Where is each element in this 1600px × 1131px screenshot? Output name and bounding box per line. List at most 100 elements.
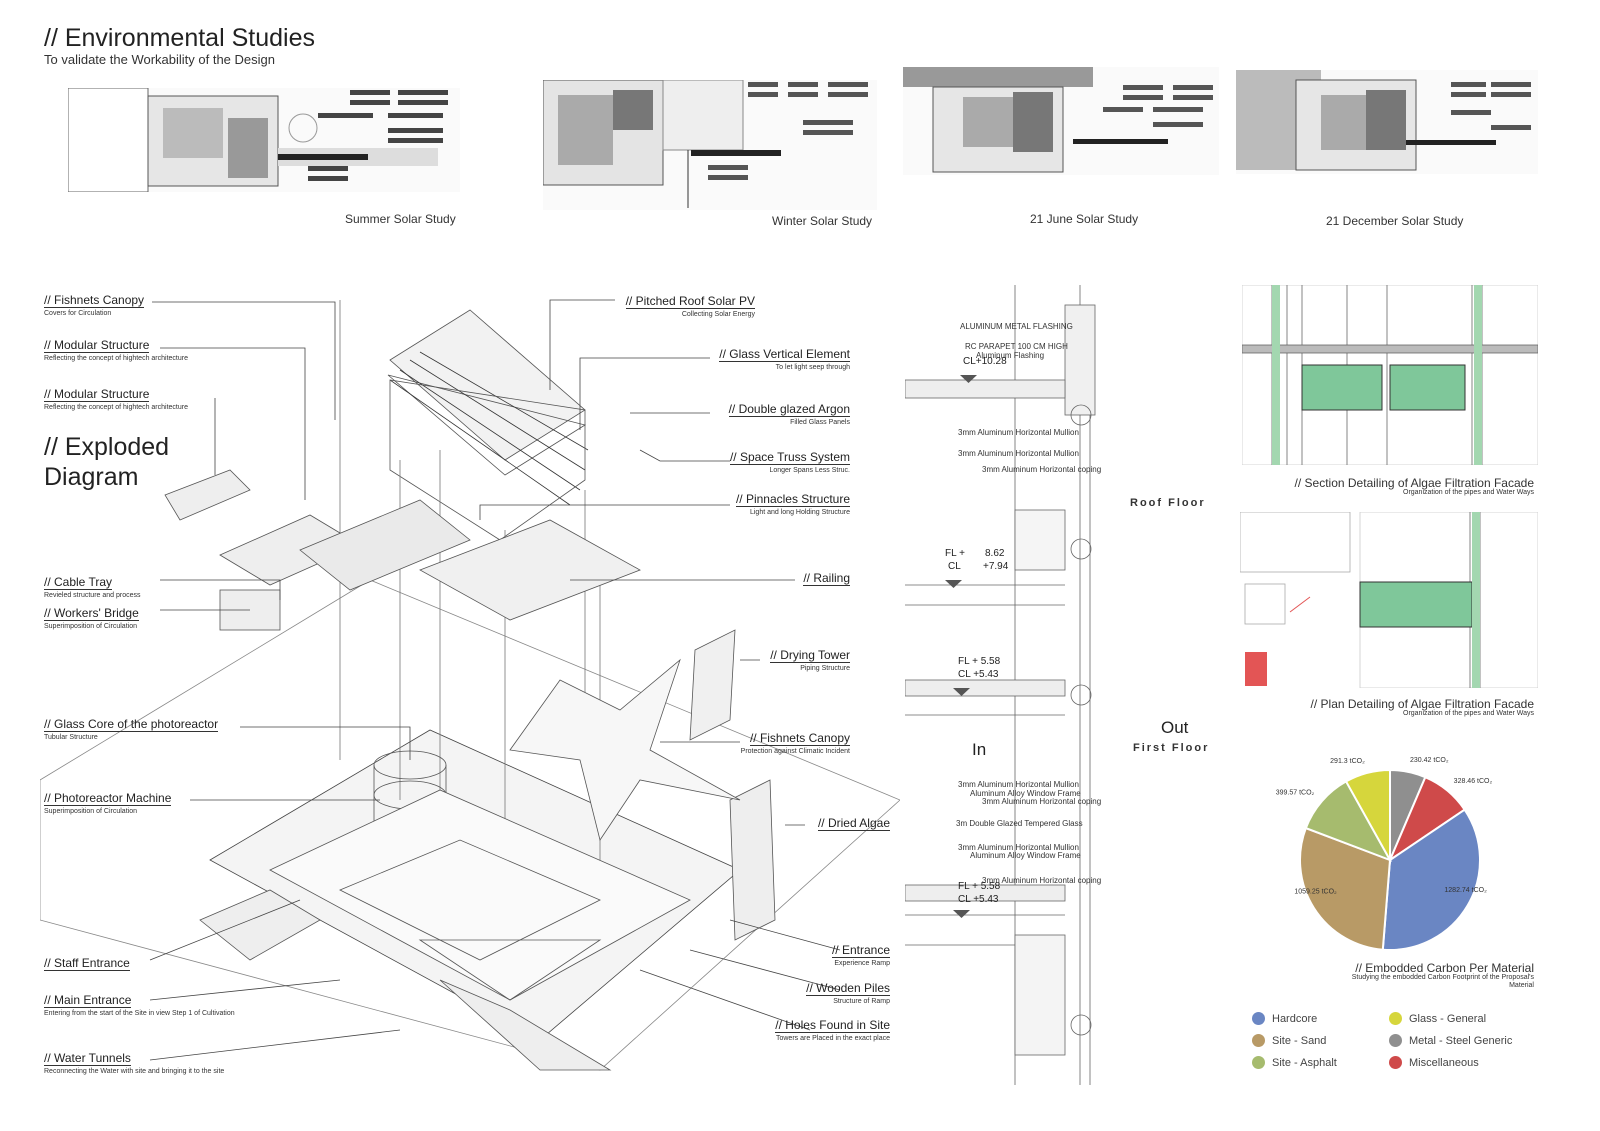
label-title: // Fishnets Canopy (749, 731, 850, 746)
legend-item-miscellaneous: Miscellaneous (1389, 1056, 1479, 1069)
exploded-title-line2: Diagram (44, 463, 139, 491)
section-note-parapet: RC PARAPET 100 CM HIGH (965, 342, 1068, 351)
label-title: // Dried Algae (817, 816, 890, 831)
label-sub: Protection against Climatic Incident (740, 748, 850, 755)
label-sub: Structure of Ramp (833, 998, 890, 1005)
pie-data-label: 328.46 tCO₂ (1454, 778, 1493, 785)
pie-data-label: 1059.25 tCO₂ (1294, 889, 1337, 896)
label-title: // Pitched Roof Solar PV (625, 294, 755, 309)
level-fl-roof: FL + (945, 548, 965, 559)
section-detail-title: // Section Detailing of Algae Filtration… (1294, 476, 1534, 490)
level-cl-ground: CL +5.43 (958, 894, 999, 905)
legend-item-site-sand: Site - Sand (1252, 1034, 1326, 1047)
label-title: // Entrance (831, 943, 890, 958)
level-cl-first: CL +5.43 (958, 669, 999, 680)
legend-item-site-asphalt: Site - Asphalt (1252, 1056, 1337, 1069)
solar-study-caption: Winter Solar Study (772, 214, 873, 228)
level-fl-roof-value: 8.62 (985, 548, 1005, 559)
label-title: // Wooden Piles (806, 981, 890, 996)
pie-slice-hardcore (1381, 808, 1481, 951)
label-title: // Water Tunnels (44, 1051, 131, 1066)
label-sub: Filled Glass Panels (790, 419, 850, 426)
legend-swatch (1389, 1034, 1402, 1047)
label-title: // Modular Structure (44, 338, 150, 353)
section-note-flashing: ALUMINUM METAL FLASHING (960, 322, 1073, 331)
pie-data-label: 399.57 tCO₂ (1276, 790, 1315, 797)
label-sub: Superimposition of Circulation (44, 808, 137, 815)
plan-detail-drawing (1240, 512, 1538, 688)
label-sub: Towers are Placed in the exact place (775, 1035, 890, 1042)
pie-data-label: 291.3 tCO₂ (1330, 758, 1365, 765)
legend-item-metal-steel-generic: Metal - Steel Generic (1389, 1034, 1512, 1047)
page-subtitle: To validate the Workability of the Desig… (44, 52, 275, 67)
wall-section-drawing (905, 285, 1096, 1085)
label-sub: Experience Ramp (834, 960, 890, 967)
section-note: 3m Double Glazed Tempered Glass (956, 819, 1083, 828)
section-note: 3mm Aluminum Horizontal Mullion (958, 780, 1079, 789)
label-title: // Cable Tray (44, 575, 113, 590)
label-title: // Staff Entrance (44, 956, 130, 971)
exploded-title-line1: // Exploded (44, 433, 170, 461)
section-note: Aluminum Alloy Window Frame (970, 851, 1081, 860)
label-title: // Drying Tower (770, 648, 850, 663)
solar-study-caption: 21 December Solar Study (1326, 214, 1464, 228)
section-note: 3mm Aluminum Horizontal coping (982, 465, 1102, 474)
legend-label: Metal - Steel Generic (1409, 1034, 1513, 1047)
level-cl-roof: CL (948, 561, 961, 572)
label-sub: Light and long Holding Structure (749, 509, 850, 516)
label-sub: Covers for Circulation (44, 310, 112, 317)
section-note: 3mm Aluminum Horizontal Mullion (958, 428, 1079, 437)
legend-label: Hardcore (1272, 1012, 1318, 1025)
label-title: // Pinnacles Structure (735, 492, 850, 507)
section-note: 3mm Aluminum Horizontal coping (982, 797, 1102, 806)
label-title: // Main Entrance (44, 993, 132, 1008)
label-title: // Railing (803, 571, 850, 586)
plan-detail-title: // Plan Detailing of Algae Filtration Fa… (1310, 697, 1534, 711)
legend-swatch (1389, 1012, 1402, 1025)
section-note: 3mm Aluminum Horizontal Mullion (958, 843, 1079, 852)
legend-swatch (1389, 1056, 1402, 1069)
pie-data-label: 1282.74 tCO₂ (1444, 887, 1487, 894)
solar-study-caption: Summer Solar Study (345, 212, 456, 226)
level-fl-first: FL + 5.58 (958, 656, 1001, 667)
label-railing: // Railing (803, 569, 850, 587)
section-detail-drawing (1242, 285, 1538, 465)
exploded-diagram-title: // Exploded Diagram (44, 432, 169, 492)
solar-study-winter-drawing (543, 80, 877, 210)
section-note: 3mm Aluminum Horizontal Mullion (958, 449, 1079, 458)
label-sub: Reflecting the concept of hightech archi… (44, 404, 188, 411)
solar-study-caption: 21 June Solar Study (1030, 212, 1139, 226)
legend-item-hardcore: Hardcore (1252, 1012, 1317, 1025)
exploded-axonometric-drawing (40, 299, 900, 1071)
label-sub: Piping Structure (800, 665, 850, 672)
label-title: // Glass Vertical Element (719, 347, 850, 362)
label-sub: Reflecting the concept of hightech archi… (44, 355, 188, 362)
legend-label: Site - Sand (1272, 1034, 1327, 1047)
pie-slice-site-sand (1299, 826, 1392, 951)
label-title: // Holes Found in Site (775, 1018, 890, 1033)
section-note-parapet-sub: Aluminum Flashing (976, 351, 1045, 360)
plan-detail-subtitle: Organization of the pipes and Water Ways (1403, 710, 1534, 717)
label-title: // Space Truss System (729, 450, 850, 465)
label-title: // Double glazed Argon (728, 402, 850, 417)
label-sub: Tubular Structure (44, 734, 98, 741)
legend-label: Glass - General (1409, 1012, 1487, 1025)
label-title: // Fishnets Canopy (44, 293, 145, 308)
legend-item-glass-general: Glass - General (1389, 1012, 1486, 1025)
legend-swatch (1252, 1056, 1265, 1069)
legend-label: Site - Asphalt (1272, 1056, 1337, 1069)
